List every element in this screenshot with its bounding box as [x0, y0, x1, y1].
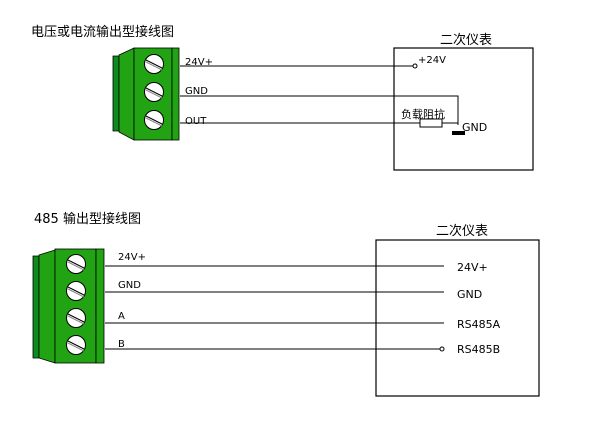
terminal-block-3pin [112, 47, 180, 141]
terminal-block-wedge [118, 47, 135, 141]
terminal-block-edge [95, 248, 105, 364]
screw-icon [66, 335, 86, 355]
screw-icon [144, 110, 164, 130]
pin-label-a: A [118, 311, 125, 322]
terminal-label-rs485b: RS485B [457, 343, 500, 356]
pin-label-24v: 24V+ [185, 57, 213, 68]
rs485-title: 485 输出型接线图 [34, 211, 141, 227]
voltage-current-title: 电压或电流输出型接线图 [31, 24, 174, 40]
voltage-current-diagram: 电压或电流输出型接线图 24V [31, 24, 534, 171]
terminal-label-plus24v: +24V [418, 55, 446, 66]
wire-gnd [180, 95, 459, 125]
screw-icon [66, 281, 86, 301]
terminal-block-side [32, 255, 40, 359]
terminal-label-gnd: GND [457, 288, 482, 301]
load-impedance-label: 负载阻抗 [401, 107, 445, 121]
terminal-block-4pin [32, 248, 105, 364]
pin-label-b: B [118, 339, 125, 350]
terminal-label-gnd: GND [462, 121, 487, 134]
terminal-point-24v [412, 63, 418, 69]
terminal-block-side [112, 55, 120, 132]
secondary-instrument-box [393, 47, 534, 171]
terminal-block-edge [171, 47, 180, 141]
pin-label-out: OUT [185, 116, 207, 127]
secondary-instrument-title: 二次仪表 [436, 223, 488, 239]
screw-icon [144, 54, 164, 74]
terminal-label-24v: 24V+ [457, 261, 488, 274]
load-resistor-icon [419, 118, 443, 128]
ground-icon [452, 131, 465, 135]
rs485-diagram: 485 输出型接线图 [32, 211, 540, 397]
screw-icon [66, 254, 86, 274]
terminal-label-rs485a: RS485A [457, 318, 501, 331]
secondary-instrument-box [375, 239, 540, 397]
pin-label-gnd: GND [118, 280, 141, 291]
screw-icon [144, 82, 164, 102]
terminal-point-b [439, 346, 445, 352]
terminal-block-wedge [38, 249, 56, 364]
pin-label-24v: 24V+ [118, 252, 146, 263]
pin-label-gnd: GND [185, 86, 208, 97]
secondary-instrument-title: 二次仪表 [440, 32, 492, 48]
screw-icon [66, 308, 86, 328]
